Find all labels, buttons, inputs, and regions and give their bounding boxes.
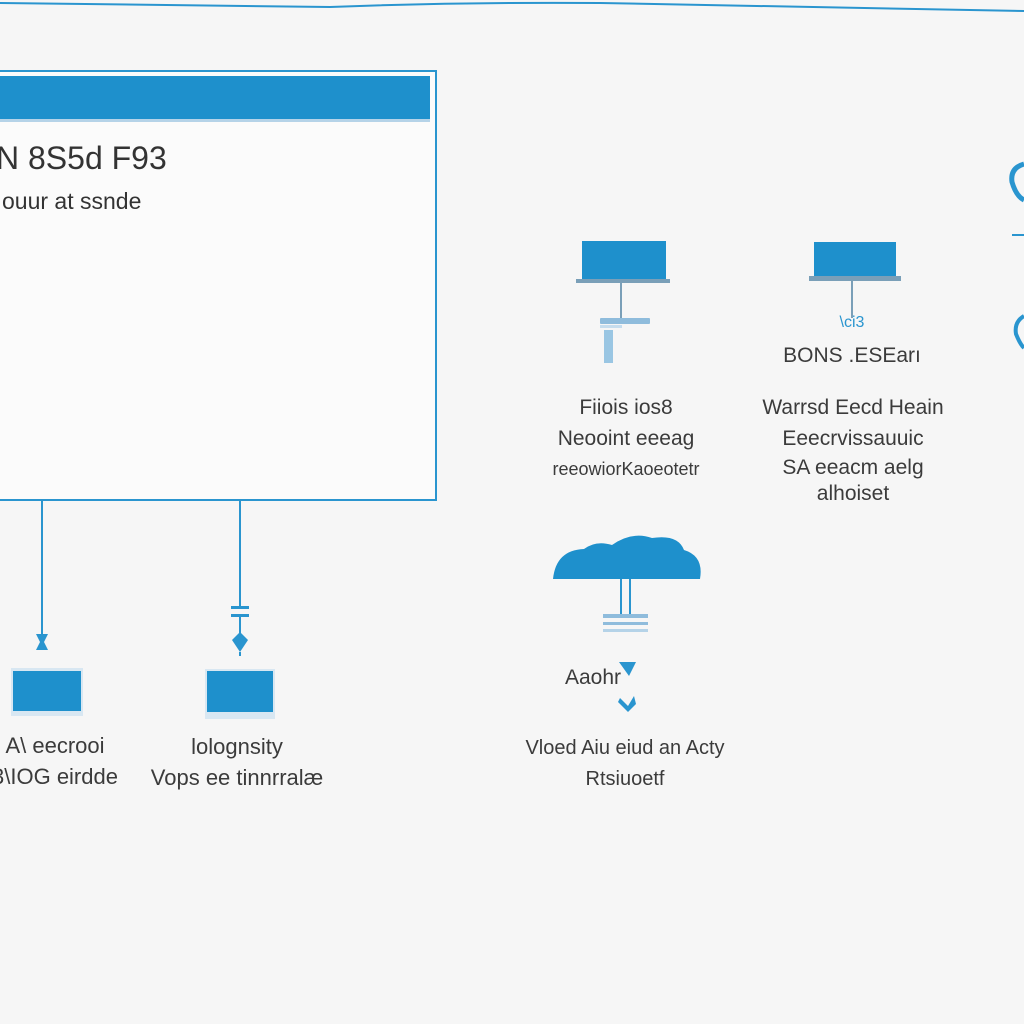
monitor-icon[interactable]: [11, 668, 83, 716]
edge-device-icon: [1009, 161, 1024, 350]
label-line: A\ eecrooi: [5, 733, 105, 758]
main-panel[interactable]: [0, 70, 437, 501]
header-rule: [0, 1, 1024, 12]
label-line: Eeecrvissauuic: [782, 427, 924, 450]
desktop-computer-icon[interactable]: [809, 242, 901, 318]
panel-title: N 8S5d F93: [0, 140, 167, 176]
desktop-b-label: Warrsd Eecd Heain Eeecrvissauuic SA eeac…: [728, 392, 978, 506]
main-panel-titlebar-divider: [0, 119, 430, 122]
label-line: Warrsd Eecd Heain: [762, 396, 944, 419]
desktop-a-label: Fiiois ios8 Neooint eeeag reeowiorKaoeot…: [506, 392, 746, 485]
panel-subtitle: ouur at ssnde: [2, 188, 142, 214]
monitor-icon[interactable]: [205, 669, 275, 719]
label-line: SA eeacm aelg: [782, 456, 924, 479]
connectors: [36, 500, 249, 656]
cloud-caption: Aaohr: [564, 666, 622, 689]
desktop-b-caption: BONS .ESEarı: [783, 344, 921, 367]
cloud-label: Vloed Aiu eiud an Acty Rtsiuoetf: [500, 733, 750, 795]
label-line: Neooint eeeag: [557, 427, 695, 450]
desktop-computer-icon[interactable]: [576, 241, 670, 363]
label-line: Vops ee tinnrralæ: [150, 765, 324, 790]
label-line: reeowiorKaoeotetr: [552, 459, 700, 479]
label-line: alhoiset: [816, 482, 890, 505]
mid-bottom-node-label: lolognsity Vops ee tinnrralæ: [117, 731, 357, 793]
desktop-b-marker: \ci3: [839, 314, 865, 331]
label-line: Fiiois ios8: [579, 396, 673, 419]
label-line: Rtsiuoetf: [585, 768, 665, 790]
label-line: Vloed Aiu eiud an Acty: [525, 737, 725, 759]
label-line: 3\IOG eirdde: [0, 764, 118, 789]
left-bottom-node-label: A\ eecrooi 3\IOG eirdde: [0, 730, 170, 792]
cloud-icon[interactable]: [553, 535, 701, 712]
main-panel-frame: [0, 70, 437, 501]
label-line: lolognsity: [191, 734, 283, 759]
main-panel-titlebar: [0, 76, 430, 119]
